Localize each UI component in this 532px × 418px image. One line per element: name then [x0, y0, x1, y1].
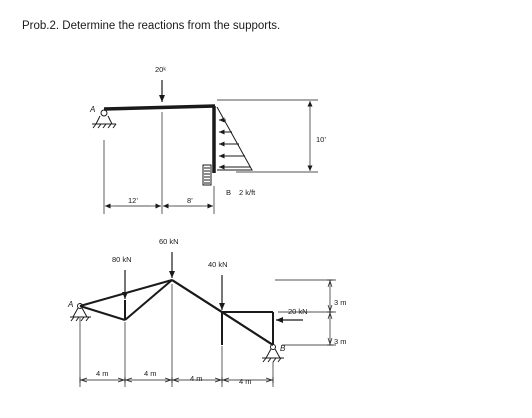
frame-span-2-label: 8’ — [187, 196, 193, 205]
truss-label-a: A — [67, 300, 73, 309]
frame-distributed-load-label: 2 k/ft — [239, 188, 256, 197]
truss-load-3-label: 40 kN — [208, 260, 228, 269]
frame-span-dimensions — [103, 112, 215, 214]
truss-figure: A B 80 kN 60 kN 40 kN 20 kN 4 m — [67, 237, 347, 387]
truss-load-1-label: 80 kN — [112, 255, 132, 264]
truss-support-a-pin — [70, 303, 91, 322]
frame-height-label: 10’ — [316, 135, 326, 144]
frame-beam — [103, 104, 216, 111]
truss-members — [79, 279, 274, 346]
frame-label-b: B — [226, 188, 231, 197]
truss-height-2-label: 3 m — [334, 337, 347, 346]
truss-height-1-label: 3 m — [334, 298, 347, 307]
frame-point-load-label: 20ᵏ — [155, 65, 166, 74]
frame-support-b-fixed — [202, 164, 212, 186]
frame-label-a: A — [89, 105, 95, 114]
frame-height-dimension — [217, 99, 318, 173]
frame-span-1-label: 12’ — [128, 196, 138, 205]
truss-support-b-pin — [262, 344, 284, 363]
truss-height-dimensions — [275, 279, 336, 346]
truss-load-2-label: 60 kN — [159, 237, 179, 246]
frame-triangular-load — [216, 106, 253, 171]
truss-label-b: B — [280, 344, 286, 353]
truss-panel-dimensions — [79, 284, 274, 387]
truss-panel-1-label: 4 m — [96, 369, 109, 378]
truss-panel-4-label: 4 m — [239, 377, 252, 386]
truss-load-4-label: 20 kN — [288, 307, 308, 316]
frame-support-a-pin — [92, 109, 117, 129]
truss-panel-3-label: 4 m — [190, 374, 203, 383]
problem-title: Prob.2. Determine the reactions from the… — [22, 20, 281, 32]
truss-panel-2-label: 4 m — [144, 369, 157, 378]
frame-figure: A B 2 k/ft 20ᵏ — [89, 65, 326, 214]
